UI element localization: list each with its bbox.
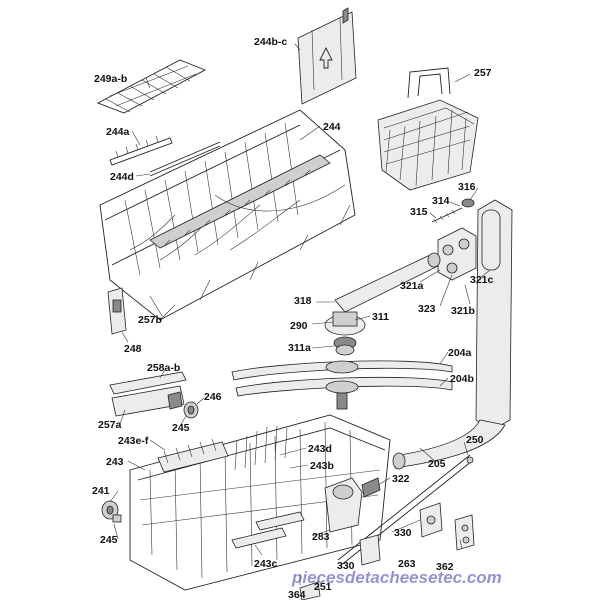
label-321c: 321c: [470, 274, 494, 286]
lower-basket-243: [129, 414, 391, 591]
upper-spray-arm-318: [324, 252, 441, 356]
wheel-241: [101, 500, 122, 523]
spray-arm-204b: [235, 376, 453, 410]
tine-strip-244a: [109, 135, 173, 166]
label-250: 250: [466, 434, 484, 446]
label-251: 251: [314, 581, 332, 593]
watermark: piecesdetacheesetec.com: [291, 568, 502, 587]
label-362: 362: [436, 561, 454, 573]
label-204a: 204a: [448, 347, 472, 359]
label-322: 322: [392, 473, 410, 485]
label-290: 290: [290, 320, 308, 332]
brackets-330-362: [299, 502, 475, 600]
label-243c: 243c: [254, 558, 278, 570]
label-245-top: 245: [172, 422, 190, 434]
hub-322: [324, 477, 381, 533]
leader-lines: [109, 43, 491, 585]
water-duct-321c: [392, 199, 513, 470]
label-316: 316: [458, 181, 476, 193]
upper-basket-244: [99, 109, 356, 321]
label-243d: 243d: [308, 443, 332, 455]
label-204b: 204b: [450, 373, 474, 385]
wheel-246: [183, 401, 199, 419]
label-243: 243: [106, 456, 124, 468]
label-245-bot: 245: [100, 534, 118, 546]
cutlery-tray-249: [96, 59, 207, 114]
label-314: 314: [432, 195, 450, 207]
label-311a: 311a: [288, 342, 311, 354]
label-258ab: 258a-b: [147, 362, 180, 374]
label-321a: 321a: [400, 280, 424, 292]
rod-244d: [149, 141, 221, 177]
label-263: 263: [398, 558, 416, 570]
label-244: 244: [323, 121, 341, 133]
label-243b: 243b: [310, 460, 334, 472]
label-257b: 257b: [138, 314, 162, 326]
label-248: 248: [124, 343, 142, 355]
flap-244bc: [297, 7, 357, 105]
label-244a: 244a: [106, 126, 130, 138]
holder-258ab: [109, 371, 187, 417]
label-323: 323: [418, 303, 436, 315]
label-246: 246: [204, 391, 222, 403]
label-283: 283: [312, 531, 330, 543]
spray-arm-204a: [231, 360, 453, 381]
part-labels: 249a-b 244b-c 257 244a 244 244d 316 314 …: [92, 36, 494, 600]
label-241: 241: [92, 485, 110, 497]
label-205: 205: [428, 458, 446, 470]
label-243ef: 243e-f: [118, 435, 149, 447]
bracket-321: [437, 227, 477, 281]
label-257a: 257a: [98, 419, 122, 431]
label-364: 364: [288, 589, 306, 600]
nozzle-parts-314-316: [431, 198, 475, 224]
label-311: 311: [372, 311, 389, 323]
cutlery-basket-257: [377, 67, 479, 191]
label-249ab: 249a-b: [94, 73, 127, 85]
label-330-a: 330: [394, 527, 412, 539]
label-330-b: 330: [337, 560, 355, 572]
label-244bc: 244b-c: [254, 36, 287, 48]
label-321b: 321b: [451, 305, 475, 317]
label-315: 315: [410, 206, 428, 218]
label-257-top: 257: [474, 67, 492, 79]
label-318: 318: [294, 295, 312, 307]
label-244d: 244d: [110, 171, 134, 183]
clip-248: [107, 287, 127, 335]
